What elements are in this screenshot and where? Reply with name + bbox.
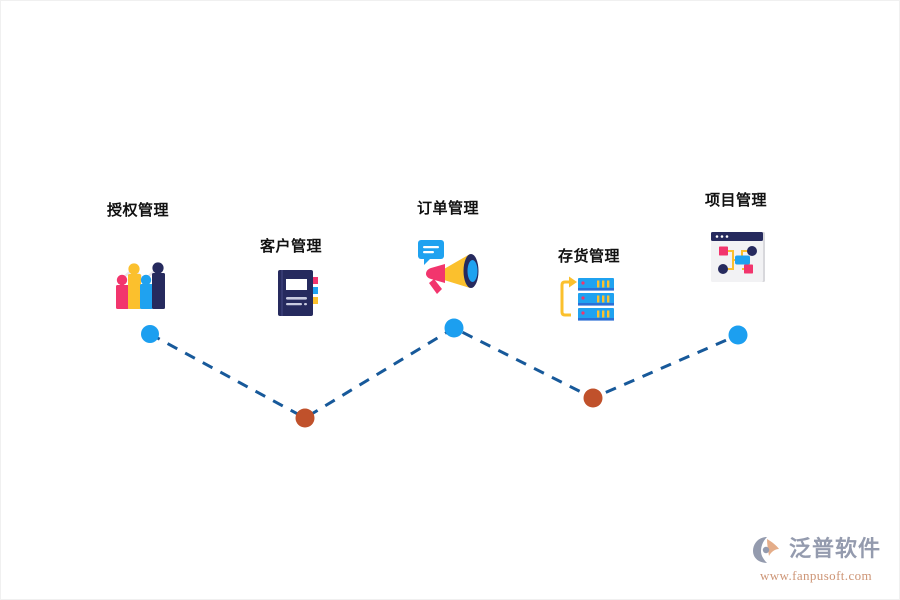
- node-label-customer-management: 客户管理: [259, 238, 323, 255]
- milestone-dot-inventory-management[interactable]: [583, 388, 603, 408]
- node-label-authorization-management: 授权管理: [106, 202, 170, 219]
- milestone-dot-order-management[interactable]: [444, 318, 464, 338]
- watermark-brand-row: 泛普软件: [751, 535, 881, 565]
- watermark-url-text: www.fanpusoft.com: [759, 567, 873, 583]
- node-label-order-management: 订单管理: [416, 200, 480, 217]
- megaphone-icon: [414, 237, 484, 299]
- notebook-icon: [271, 266, 325, 320]
- node-label-inventory-management: 存货管理: [557, 248, 621, 265]
- milestone-dot-authorization-management[interactable]: [141, 325, 159, 343]
- connector-dot-group: [141, 318, 748, 428]
- milestone-dot-customer-management[interactable]: [295, 408, 315, 428]
- bar-chart-icon: [110, 253, 170, 313]
- watermark-brand-text: 泛普软件: [788, 536, 881, 562]
- watermark-fanpusoft: 泛普软件 www.fanpusoft.com: [745, 527, 887, 589]
- fanpusoft-logo-icon: [752, 536, 779, 563]
- connector-dashed-polyline: [149, 326, 739, 420]
- node-label-project-management: 项目管理: [704, 192, 768, 209]
- project-board-icon: [709, 228, 767, 286]
- server-rack-icon: [558, 273, 616, 323]
- milestone-dot-project-management[interactable]: [728, 325, 748, 345]
